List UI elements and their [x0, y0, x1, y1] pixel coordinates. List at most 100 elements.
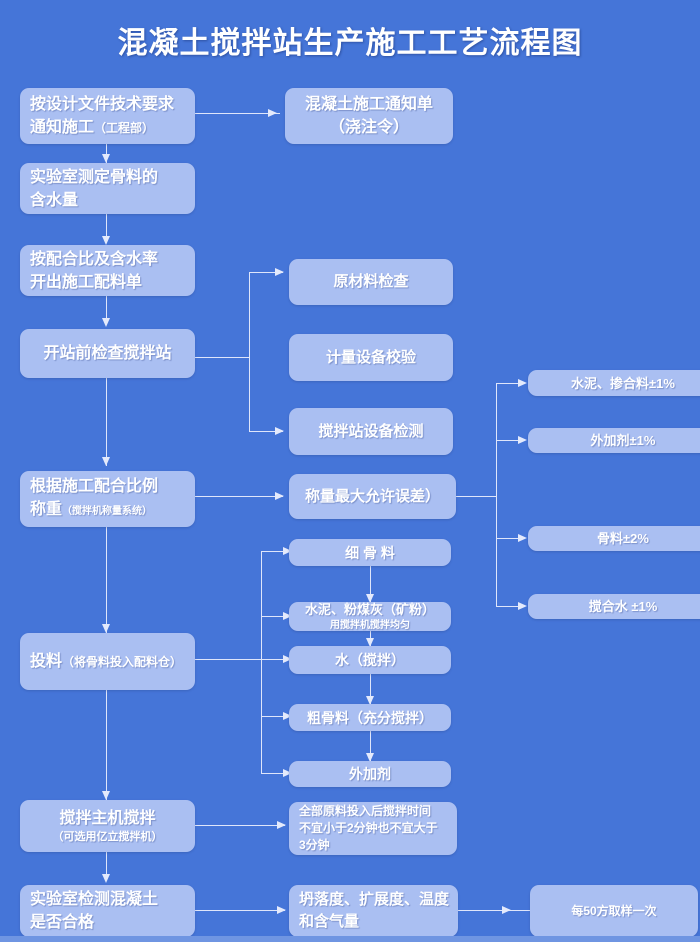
connector-feed-stub [195, 659, 261, 660]
step-lab-test-line1: 实验室检测混凝土 [30, 891, 159, 908]
connector-to-aggregate-tol [496, 538, 524, 539]
arrow-items-to-sampling [502, 906, 511, 914]
tolerance-mixing-water[interactable]: 搅合水 ±1% [528, 594, 700, 619]
step-feed-suffix: （将骨料投入配料仓） [62, 654, 183, 669]
arrow-weigh-to-error [275, 492, 284, 500]
tolerance-aggregate[interactable]: 骨料±2% [528, 526, 700, 551]
arrow-to-aggregate-tol [518, 534, 527, 542]
step-notify[interactable]: 按设计文件技术要求 通知施工（工程部） [20, 88, 195, 144]
material-fine-aggregate-label: 细 骨 料 [345, 544, 395, 561]
arrow-labtest-to-items [277, 906, 286, 914]
connector-weigh-to-feed [106, 527, 107, 633]
connector-tolerance-spine [496, 383, 497, 606]
connector-items-to-sampling [458, 910, 530, 911]
arrow-to-coarse-agg [283, 712, 292, 720]
connector-precheck-to-plant [249, 431, 283, 432]
step-weigh-line2: 称重（搅拌机称量系统） [30, 501, 153, 518]
note-test-items[interactable]: 坍落度、扩展度、温度 和含气量 [289, 885, 458, 937]
connector-materials-spine [261, 551, 262, 773]
tolerance-cement-admixture[interactable]: 水泥、掺合料±1% [528, 370, 700, 396]
connector-to-water [261, 659, 289, 660]
arrow-lab-to-ticket [102, 236, 110, 245]
note-sampling[interactable]: 每50方取样一次 [530, 885, 698, 937]
connector-notify-to-lab [106, 144, 107, 163]
arrow-notify-to-notice [268, 109, 277, 117]
note-mix-time[interactable]: 全部原料投入后搅拌时间 不宜小于2分钟也不宜大于 3分钟 [289, 802, 457, 855]
step-lab-test[interactable]: 实验室检测混凝土 是否合格 [20, 885, 195, 937]
arrow-feed-to-mixer [102, 791, 110, 800]
step-feed-line1: 投料（将骨料投入配料仓） [30, 652, 183, 670]
note-mix-time-line2: 不宜小于2分钟也不宜大于 [299, 821, 438, 835]
connector-weigh-to-error [195, 496, 283, 497]
material-cement-flyash-sub: 用搅拌机搅拌均匀 [330, 620, 410, 631]
page-title: 混凝土搅拌站生产施工工艺流程图 [117, 26, 583, 61]
step-main-mixer-sub: （可选用亿立搅拌机） [52, 831, 163, 843]
connector-precheck-to-weigh [106, 378, 107, 466]
notice-box[interactable]: 混凝土施工通知单 （浇注令） [285, 88, 453, 144]
connector-feed-to-mixer [106, 690, 107, 800]
material-coarse-aggregate[interactable]: 粗骨料（充分搅拌） [289, 704, 451, 731]
arrow-water-to-coarse [366, 696, 374, 705]
step-main-mixer-label: 搅拌主机搅拌 [59, 810, 156, 827]
note-test-items-line1: 坍落度、扩展度、温度 [299, 891, 450, 908]
connector-precheck-stub [195, 357, 249, 358]
material-water-label: 水（搅拌） [335, 652, 405, 668]
step-lab-moisture-line2: 含水量 [30, 191, 79, 209]
connector-precheck-to-raw [249, 272, 283, 273]
step-lab-test-line2: 是否合格 [30, 914, 95, 931]
material-cement-flyash[interactable]: 水泥、粉煤灰（矿粉） 用搅拌机搅拌均匀 [289, 602, 451, 631]
arrow-mixer-to-labtest [102, 874, 110, 883]
connector-water-to-coarse [370, 674, 371, 704]
step-precheck[interactable]: 开站前检查搅拌站 [20, 329, 195, 378]
arrow-weigh-to-feed [102, 624, 110, 633]
arrow-to-water-tol [518, 602, 527, 610]
step-precheck-label: 开站前检查搅拌站 [43, 345, 172, 362]
arrow-to-additive [283, 769, 292, 777]
connector-ticket-to-precheck [106, 296, 107, 323]
material-additive[interactable]: 外加剂 [289, 761, 451, 787]
branch-plant-equipment-test[interactable]: 搅拌站设备检测 [289, 408, 453, 455]
connector-to-cement-tol [496, 383, 524, 384]
arrow-to-cement [283, 612, 292, 620]
arrow-ticket-to-precheck [102, 318, 110, 327]
material-cement-flyash-label: 水泥、粉煤灰（矿粉） [304, 602, 435, 617]
arrow-precheck-to-raw [275, 268, 284, 276]
arrow-precheck-to-plant [275, 427, 284, 435]
step-lab-moisture[interactable]: 实验室测定骨料的 含水量 [20, 163, 195, 214]
arrow-to-cement-tol [518, 379, 527, 387]
branch-max-allowable-error[interactable]: 称量最大允许误差） [289, 474, 456, 519]
note-test-items-line2: 和含气量 [299, 913, 360, 930]
connector-to-additive-tol [496, 440, 524, 441]
connector-error-stub [456, 496, 496, 497]
material-coarse-aggregate-label: 粗骨料（充分搅拌） [307, 709, 433, 726]
arrow-to-fine-agg [283, 547, 292, 555]
tolerance-cement-admixture-label: 水泥、掺合料±1% [571, 375, 675, 391]
arrow-notify-to-lab [102, 154, 110, 163]
step-main-mixer[interactable]: 搅拌主机搅拌 （可选用亿立搅拌机） [20, 800, 195, 852]
material-fine-aggregate[interactable]: 细 骨 料 [289, 539, 451, 566]
step-mix-ticket-line1: 按配合比及含水率 [30, 250, 159, 268]
material-water[interactable]: 水（搅拌） [289, 646, 451, 674]
arrow-to-additive-tol [518, 436, 527, 444]
note-mix-time-line1: 全部原料投入后搅拌时间 [299, 804, 432, 818]
tolerance-additive[interactable]: 外加剂±1% [528, 428, 700, 453]
note-mix-time-line3: 3分钟 [299, 838, 330, 852]
step-lab-moisture-line1: 实验室测定骨料的 [30, 168, 159, 186]
branch-raw-material-check[interactable]: 原材料检查 [289, 259, 453, 305]
arrow-precheck-to-weigh [102, 457, 110, 466]
step-weigh[interactable]: 根据施工配合比例 称重（搅拌机称量系统） [20, 471, 195, 527]
connector-to-water-tol [496, 606, 524, 607]
arrow-to-water [283, 655, 292, 663]
step-feed[interactable]: 投料（将骨料投入配料仓） [20, 633, 195, 690]
branch-max-allowable-error-label: 称量最大允许误差） [304, 487, 440, 505]
branch-raw-material-check-label: 原材料检查 [333, 273, 409, 290]
tolerance-additive-label: 外加剂±1% [590, 433, 656, 448]
arrow-coarse-to-additive [366, 753, 374, 762]
connector-notify-to-notice [195, 113, 280, 114]
branch-metering-calibration[interactable]: 计量设备校验 [289, 334, 453, 381]
branch-metering-calibration-label: 计量设备校验 [325, 348, 416, 366]
arrow-cement-to-water [366, 638, 374, 647]
step-weigh-suffix: （搅拌机称量系统） [62, 506, 153, 517]
step-mix-ticket[interactable]: 按配合比及含水率 开出施工配料单 [20, 245, 195, 296]
